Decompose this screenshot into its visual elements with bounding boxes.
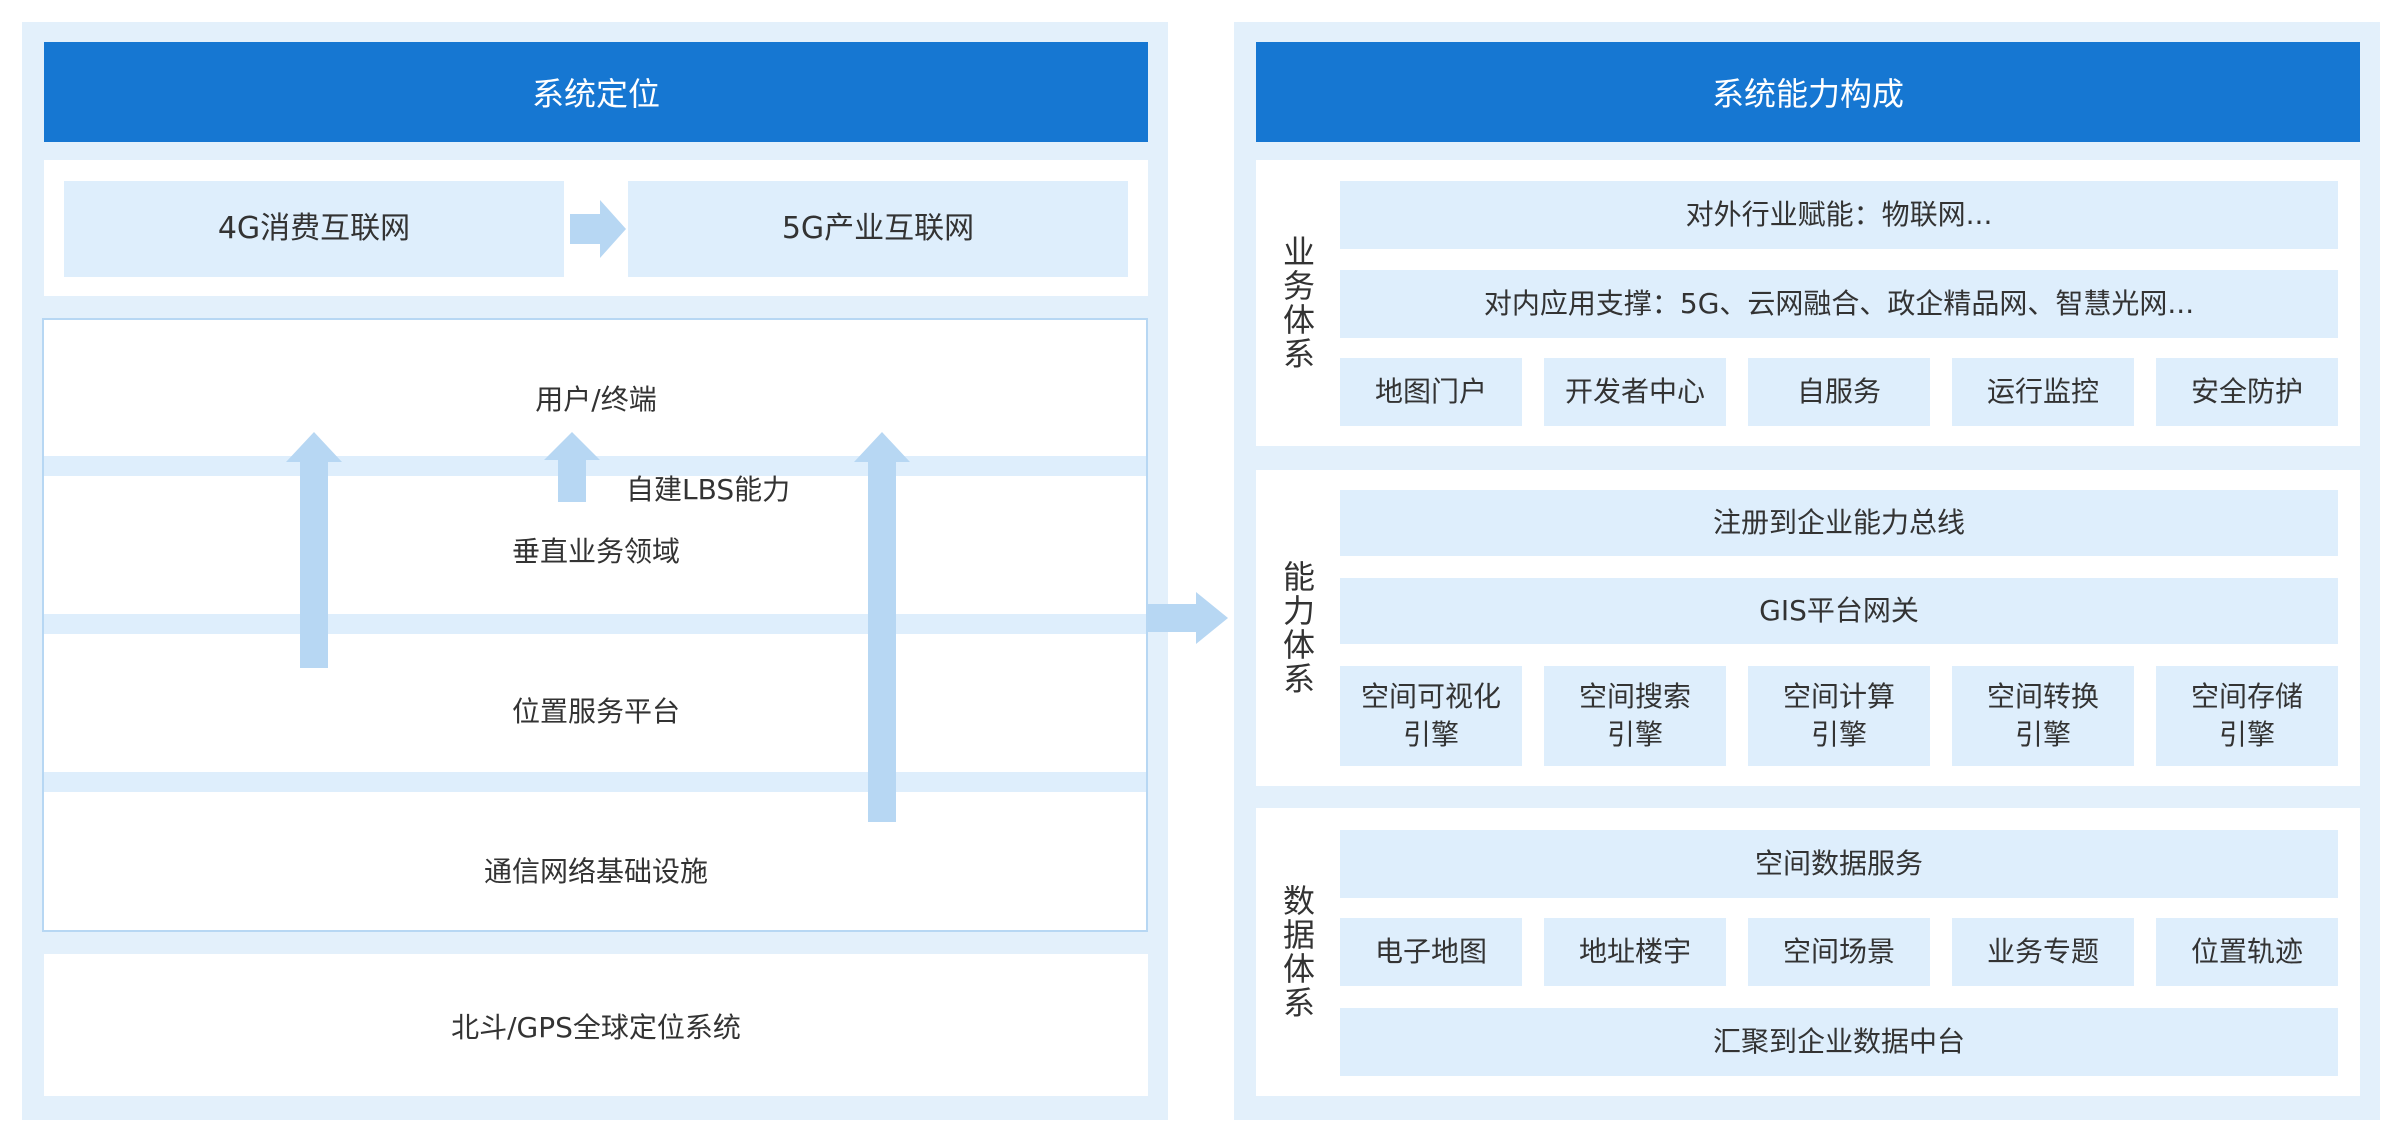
engine-name: 空间搜索 xyxy=(1578,680,1691,713)
data-item: 空间场景 xyxy=(1748,918,1930,986)
business-row: 对内应用支撑：5G、云网融合、政企精品网、智慧光网... xyxy=(1340,270,2338,338)
business-section-title: 业务体系 xyxy=(1272,160,1322,446)
up-arrow-icon xyxy=(286,432,342,668)
data-row: 空间数据服务 xyxy=(1340,830,2338,898)
business-item: 地图门户 xyxy=(1340,358,1522,426)
lbs-capability-label: 自建LBS能力 xyxy=(626,473,791,506)
data-item: 业务专题 xyxy=(1952,918,2134,986)
engine-name: 空间可视化 xyxy=(1360,680,1501,713)
business-item: 开发者中心 xyxy=(1544,358,1726,426)
data-row: 汇聚到企业数据中台 xyxy=(1340,1008,2338,1076)
layer-network-infra: 通信网络基础设施 xyxy=(483,855,708,888)
layer-vertical-business: 垂直业务领域 xyxy=(511,535,680,568)
right-panel-title: 系统能力构成 xyxy=(1256,42,2360,142)
engine-name: 空间存储 xyxy=(2190,680,2303,713)
capability-section-label: 能力体系 xyxy=(1278,560,1316,696)
engine-suffix: 引擎 xyxy=(1810,718,1867,751)
engine-suffix: 引擎 xyxy=(2218,718,2275,751)
engine-name: 空间转换 xyxy=(1986,680,2099,713)
engine-name: 空间计算 xyxy=(1782,680,1895,713)
data-item: 电子地图 xyxy=(1340,918,1522,986)
engine-box: 空间搜索 引擎 xyxy=(1544,666,1726,766)
engine-suffix: 引擎 xyxy=(1402,718,1459,751)
business-item: 自服务 xyxy=(1748,358,1930,426)
evolution-to-box: 5G产业互联网 xyxy=(628,181,1128,277)
capability-section-title: 能力体系 xyxy=(1272,470,1322,786)
layer-divider xyxy=(44,614,1146,634)
data-section-title: 数据体系 xyxy=(1272,808,1322,1096)
business-row: 对外行业赋能：物联网... xyxy=(1340,181,2338,249)
business-section-label: 业务体系 xyxy=(1278,235,1316,371)
layer-user-terminal: 用户/终端 xyxy=(535,383,657,416)
positioning-system-box xyxy=(44,954,1148,1096)
engine-box: 空间转换 引擎 xyxy=(1952,666,2134,766)
data-section-label: 数据体系 xyxy=(1278,884,1316,1020)
capability-row: 注册到企业能力总线 xyxy=(1340,490,2338,556)
layer-divider xyxy=(44,772,1146,792)
engine-box: 空间可视化 引擎 xyxy=(1340,666,1522,766)
positioning-system-label: 北斗/GPS全球定位系统 xyxy=(451,1011,741,1044)
engine-suffix: 引擎 xyxy=(2014,718,2071,751)
up-arrow-icon xyxy=(854,432,910,822)
data-item: 地址楼宇 xyxy=(1544,918,1726,986)
layer-location-platform: 位置服务平台 xyxy=(511,695,680,728)
engine-suffix: 引擎 xyxy=(1606,718,1663,751)
left-panel-title: 系统定位 xyxy=(44,42,1148,142)
data-item: 位置轨迹 xyxy=(2156,918,2338,986)
right-arrow-icon xyxy=(1148,592,1228,644)
business-item: 运行监控 xyxy=(1952,358,2134,426)
capability-row: GIS平台网关 xyxy=(1340,578,2338,644)
engine-box: 空间计算 引擎 xyxy=(1748,666,1930,766)
up-arrow-icon xyxy=(544,432,600,502)
evolution-arrow-icon xyxy=(570,200,626,258)
evolution-from-box: 4G消费互联网 xyxy=(64,181,564,277)
business-item: 安全防护 xyxy=(2156,358,2338,426)
engine-box: 空间存储 引擎 xyxy=(2156,666,2338,766)
